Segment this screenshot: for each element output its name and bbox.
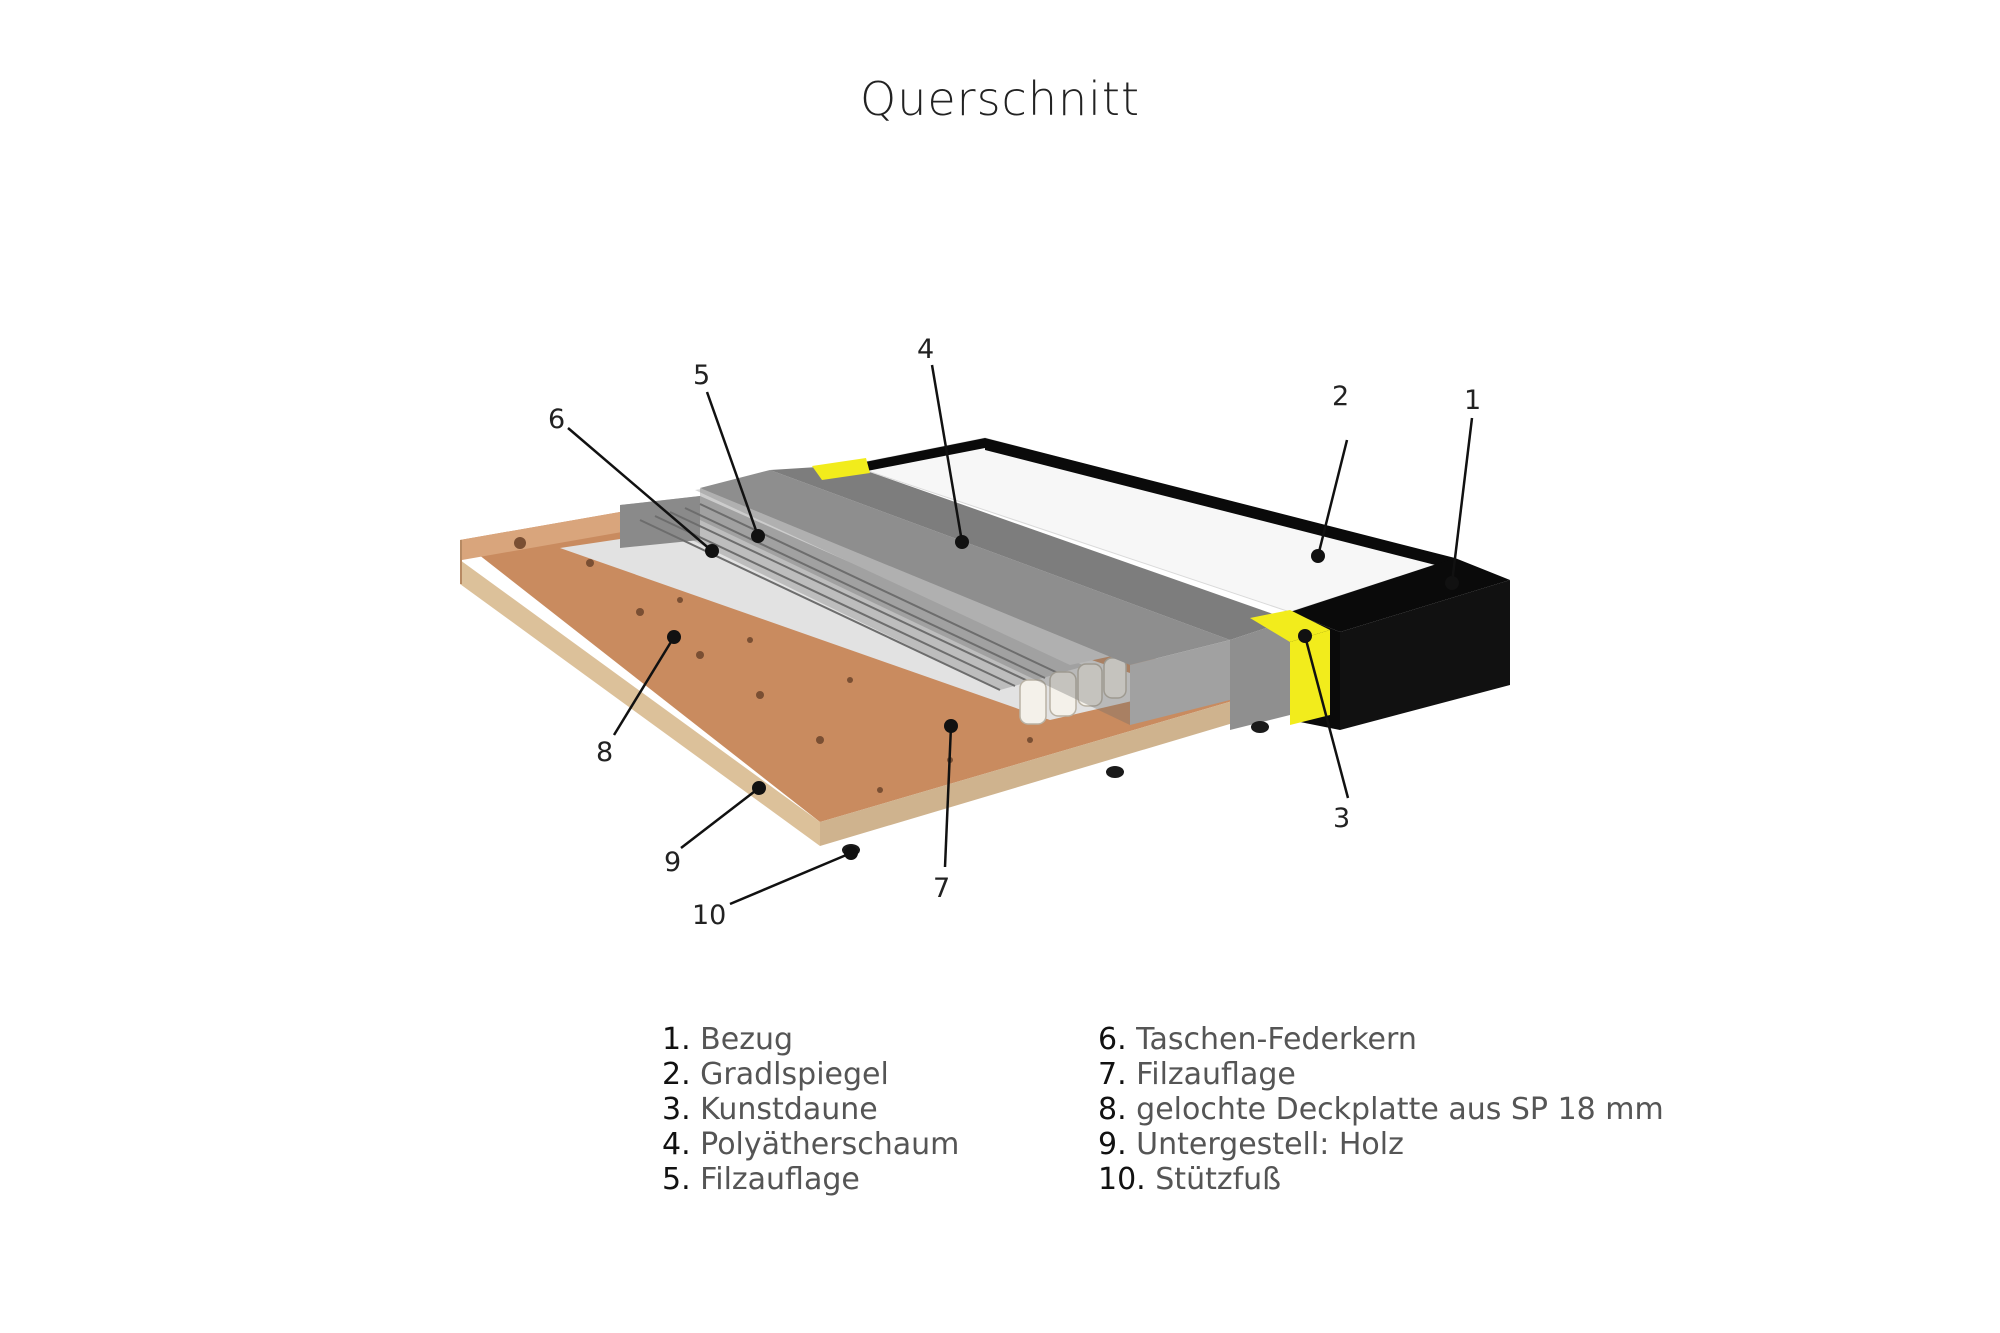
callout-number-1: 1 [1464, 385, 1481, 416]
legend-item: 9. Untergestell: Holz [1098, 1127, 1404, 1162]
legend-item: 10. Stützfuß [1098, 1162, 1282, 1197]
legend-column-left: 1. Bezug 2. Gradlspiegel 3. Kunstdaune 4… [662, 1022, 959, 1197]
legend-item: 7. Filzauflage [1098, 1057, 1296, 1092]
cover-frame [850, 438, 1510, 730]
callout-number-10: 10 [692, 900, 726, 931]
deck-holes [514, 537, 1033, 793]
callout-number-3: 3 [1333, 803, 1350, 834]
legend-item: 6. Taschen-Federkern [1098, 1022, 1417, 1057]
synthetic-down-side [1290, 630, 1330, 725]
wood-platform-back-edge [460, 512, 622, 560]
wood-platform-front-edge [460, 560, 820, 846]
callout-number-6: 6 [548, 404, 565, 435]
callout-dots [667, 529, 1459, 860]
legend-item: 3. Kunstdaune [662, 1092, 878, 1127]
foam-block [700, 465, 1290, 730]
legend-item: 2. Gradlspiegel [662, 1057, 889, 1092]
legend-item: 4. Polyätherschaum [662, 1127, 960, 1162]
callout-number-2: 2 [1332, 381, 1349, 412]
legend-item: 1. Bezug [662, 1022, 794, 1057]
synthetic-down-top [812, 458, 870, 480]
pocket-spring-core [620, 496, 1127, 725]
legend-item: 8. gelochte Deckplatte aus SP 18 mm [1098, 1092, 1664, 1127]
callout-number-4: 4 [917, 334, 934, 365]
callout-number-7: 7 [933, 873, 950, 904]
callout-number-8: 8 [596, 737, 613, 768]
callout-number-9: 9 [664, 847, 681, 878]
legend-item: 5. Filzauflage [662, 1162, 860, 1197]
wood-platform-top [460, 512, 1270, 822]
callout-number-5: 5 [693, 360, 710, 391]
legend-column-right: 6. Taschen-Federkern 7. Filzauflage 8. g… [1098, 1022, 1664, 1197]
wood-platform-left-edge [460, 540, 462, 584]
callout-leaders [567, 364, 1474, 906]
diagram-title: Querschnitt [860, 72, 1140, 126]
wood-platform-side-edge [820, 690, 1270, 846]
